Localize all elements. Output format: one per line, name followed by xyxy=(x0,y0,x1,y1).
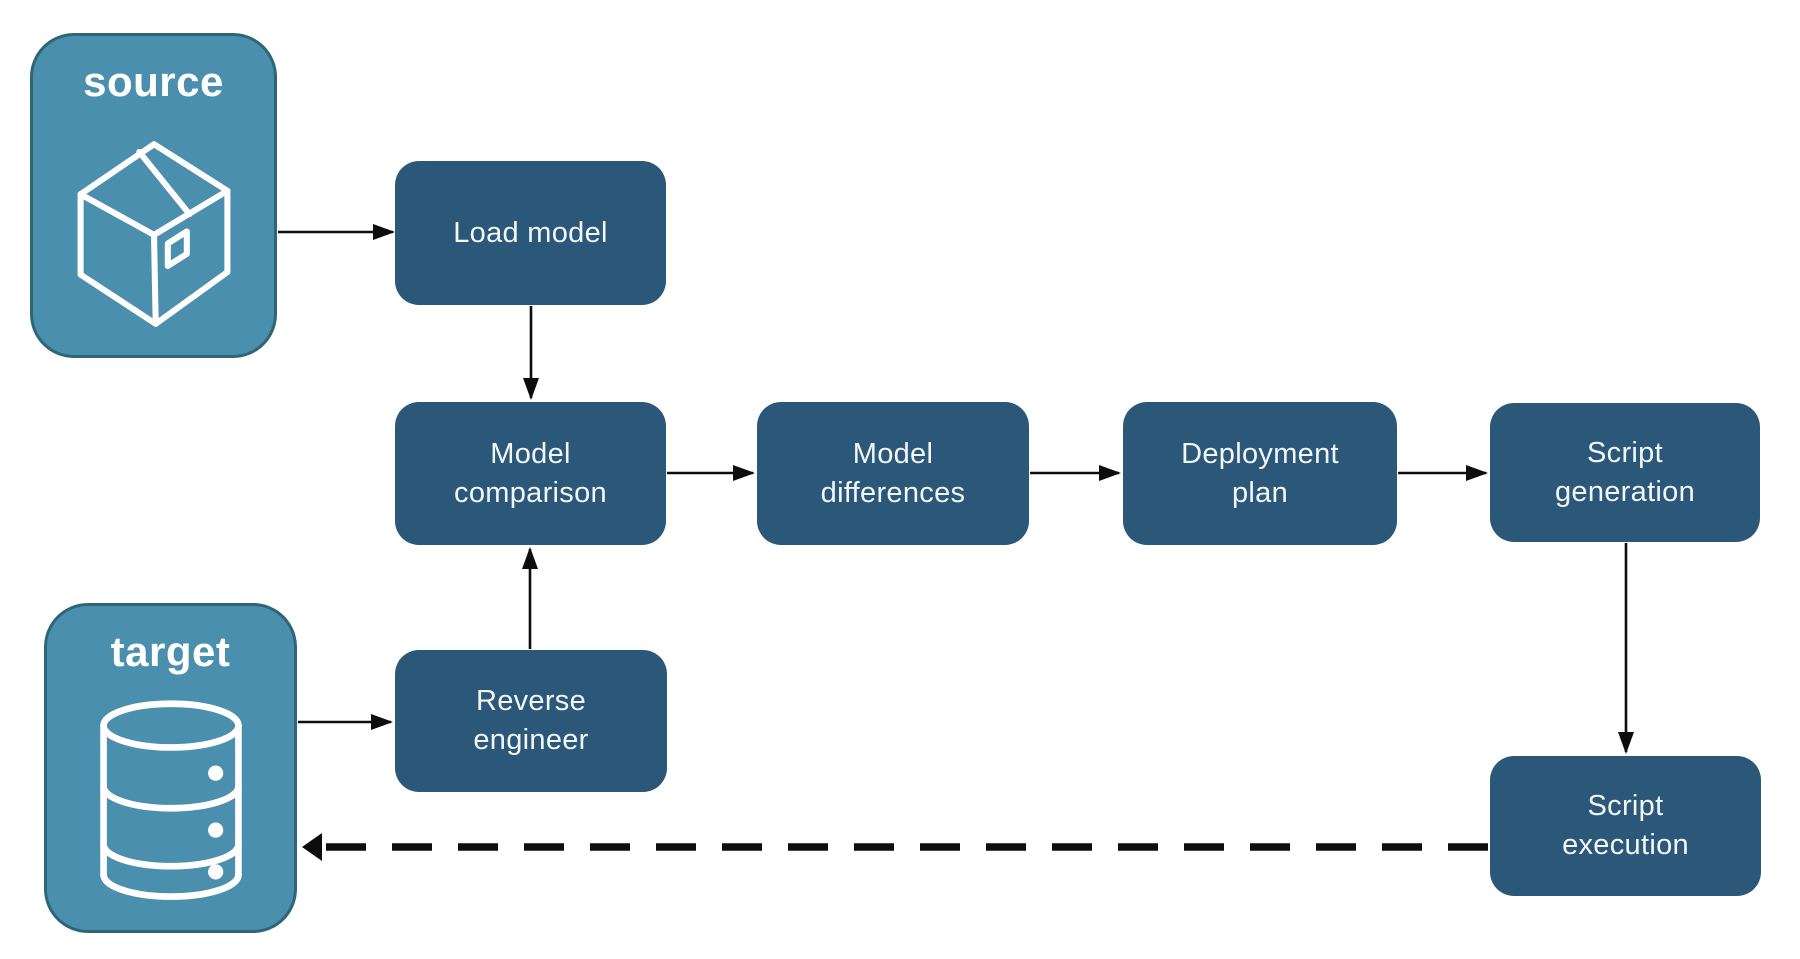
node-reverse-engineer: Reverse engineer xyxy=(395,650,667,792)
target-label: target xyxy=(110,628,231,675)
node-script-execution: Script execution xyxy=(1490,756,1761,896)
node-deployment-plan: Deployment plan xyxy=(1123,402,1397,545)
node-model-differences: Model differences xyxy=(757,402,1029,545)
node-load-model: Load model xyxy=(395,161,666,305)
package-icon xyxy=(33,106,274,355)
target-entity: target xyxy=(44,603,297,933)
source-entity: source xyxy=(30,33,277,358)
source-label: source xyxy=(83,58,224,105)
database-icon xyxy=(47,676,294,930)
node-model-comparison: Model comparison xyxy=(395,402,666,545)
node-script-generation: Script generation xyxy=(1490,403,1760,542)
